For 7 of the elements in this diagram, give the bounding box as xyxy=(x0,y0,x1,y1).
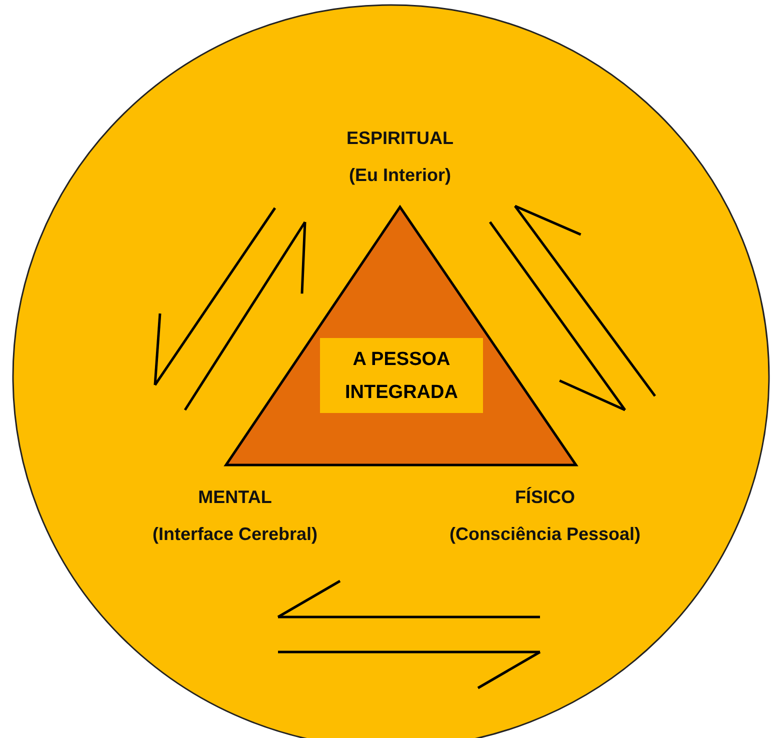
node-title: ESPIRITUAL xyxy=(345,128,454,149)
node-subtitle: (Consciência Pessoal) xyxy=(448,524,642,545)
node-subtitle: (Interface Cerebral) xyxy=(151,524,319,545)
center-label: A PESSOA INTEGRADA xyxy=(320,338,483,413)
node-subtitle: (Eu Interior) xyxy=(348,165,452,186)
node-title: FÍSICO xyxy=(514,487,576,508)
node-title: MENTAL xyxy=(197,487,273,508)
